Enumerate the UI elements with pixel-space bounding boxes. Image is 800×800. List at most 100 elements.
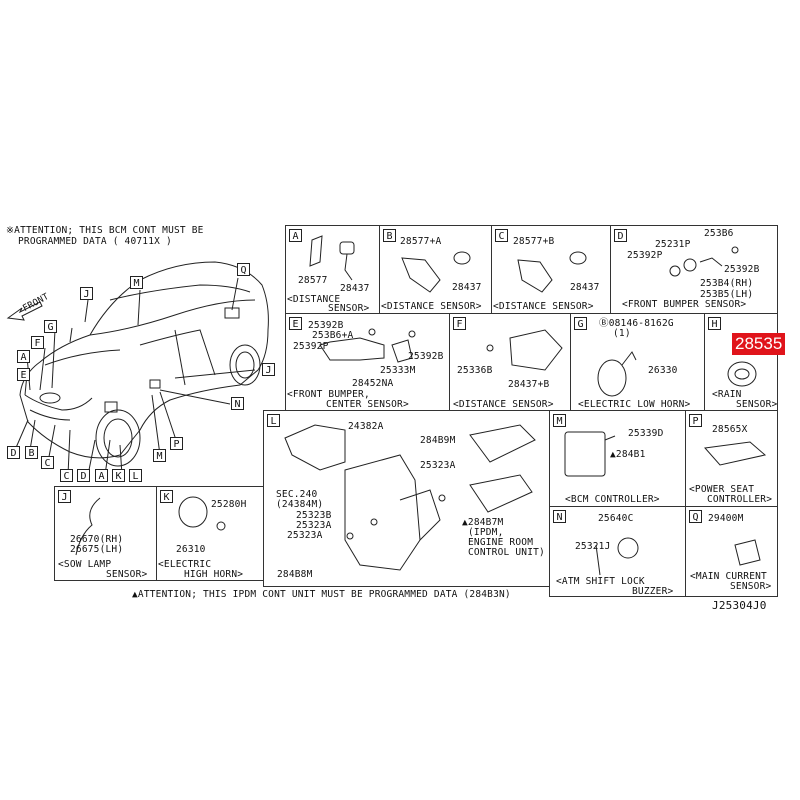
- part-25392b: 25392B: [724, 264, 760, 275]
- panel-d-label: D: [614, 229, 627, 242]
- panel-n-label: N: [553, 510, 566, 523]
- panel-h-label: H: [708, 317, 721, 330]
- callout-k: K: [112, 469, 125, 482]
- callout-g: G: [44, 320, 57, 333]
- part-284b8m: 284B8M: [277, 569, 313, 580]
- caption-f: <DISTANCE SENSOR>: [453, 399, 554, 410]
- part-253b5: 253B5(LH): [700, 289, 754, 300]
- part-25392p: 25392P: [627, 250, 663, 261]
- part-28577: 28577: [298, 275, 328, 286]
- caption-a2: SENSOR>: [328, 303, 370, 314]
- highlight-part-28535: 28535: [732, 333, 786, 355]
- panel-l-label: L: [267, 414, 280, 427]
- callout-q: Q: [237, 263, 250, 276]
- part-25392b-e2: 25392B: [408, 351, 444, 362]
- panel-j-label: J: [58, 490, 71, 503]
- part-253b6a: 253B6+A: [312, 330, 354, 341]
- part-28577b: 28577+B: [513, 236, 555, 247]
- part-25339d: 25339D: [628, 428, 664, 439]
- callout-l: L: [129, 469, 142, 482]
- part-284b9m: 284B9M: [420, 435, 456, 446]
- panel-b-label: B: [383, 229, 396, 242]
- callout-e: E: [17, 368, 30, 381]
- caption-p2: CONTROLLER>: [707, 494, 773, 505]
- part-qty-1: (1): [613, 328, 631, 339]
- caption-j1: <SOW LAMP: [58, 559, 112, 570]
- callout-a: A: [17, 350, 30, 363]
- callout-h: M: [130, 276, 143, 289]
- callout-c: C: [41, 456, 54, 469]
- attention-ipdm: ▲ATTENTION; THIS IPDM CONT UNIT MUST BE …: [132, 589, 511, 600]
- callout-b: B: [25, 446, 38, 459]
- callout-n: P: [170, 437, 183, 450]
- callout-j: J: [80, 287, 93, 300]
- caption-e1: <FRONT BUMPER,: [287, 389, 370, 400]
- attention-bcm-line1: ※ATTENTION; THIS BCM CONT MUST BE: [6, 225, 204, 236]
- panel-q-label: Q: [689, 510, 702, 523]
- caption-k1: <ELECTRIC: [158, 559, 212, 570]
- caption-c: <DISTANCE SENSOR>: [493, 301, 594, 312]
- part-26310: 26310: [176, 544, 206, 555]
- part-08146: Ⓑ08146-8162G: [599, 318, 674, 329]
- part-284b1: ▲284B1: [610, 449, 646, 460]
- caption-q1: <MAIN CURRENT: [690, 571, 767, 582]
- panel-p-label: P: [689, 414, 702, 427]
- panel-e-label: E: [289, 317, 302, 330]
- callout-d: D: [7, 446, 20, 459]
- front-label: FRONT: [21, 291, 51, 315]
- part-28437b: 28437+B: [508, 379, 550, 390]
- caption-d: <FRONT BUMPER SENSOR>: [622, 299, 747, 310]
- callout-a2: A: [95, 469, 108, 482]
- panel-g-label: G: [574, 317, 587, 330]
- caption-b: <DISTANCE SENSOR>: [381, 301, 482, 312]
- part-253b4: 253B4(RH): [700, 278, 754, 289]
- part-24384m: (24384M): [276, 499, 324, 510]
- part-sec240: SEC.240: [276, 489, 318, 500]
- part-25640c: 25640C: [598, 513, 634, 524]
- part-25323a-2: 25323A: [296, 520, 332, 531]
- caption-h1: <RAIN: [712, 389, 742, 400]
- caption-g: <ELECTRIC LOW HORN>: [578, 399, 691, 410]
- caption-n2: BUZZER>: [632, 586, 674, 597]
- callout-c2: C: [60, 469, 73, 482]
- caption-q2: SENSOR>: [730, 581, 772, 592]
- callout-f: F: [31, 336, 44, 349]
- part-284b7m: ▲284B7M: [462, 517, 504, 528]
- caption-k2: HIGH HORN>: [184, 569, 244, 580]
- part-26675: 26675(LH): [70, 544, 124, 555]
- caption-j2: SENSOR>: [106, 569, 148, 580]
- panel-f: [449, 313, 571, 411]
- part-25392p-e: 25392P: [293, 341, 329, 352]
- ipdm-label-3: CONTROL UNIT): [468, 547, 545, 558]
- part-25323a-1: 25323A: [420, 460, 456, 471]
- part-28577a: 28577+A: [400, 236, 442, 247]
- part-25321j: 25321J: [575, 541, 611, 552]
- callout-m: M: [153, 449, 166, 462]
- ipdm-label-1: (IPDM,: [468, 527, 504, 538]
- part-28565x: 28565X: [712, 424, 748, 435]
- part-253b6: 253B6: [704, 228, 734, 239]
- caption-e2: CENTER SENSOR>: [326, 399, 409, 410]
- figure-code: J25304J0: [712, 599, 767, 612]
- part-28452na: 28452NA: [352, 378, 394, 389]
- part-25280h: 25280H: [211, 499, 247, 510]
- part-28437-c: 28437: [570, 282, 600, 293]
- attention-bcm-line2: PROGRAMMED DATA ( 40711X ): [18, 236, 172, 247]
- part-25333m: 25333M: [380, 365, 416, 376]
- caption-n1: <ATM SHIFT LOCK: [556, 576, 645, 587]
- panel-k: [156, 486, 264, 581]
- caption-m: <BCM CONTROLLER>: [565, 494, 660, 505]
- callout-j2: J: [262, 363, 275, 376]
- caption-h2: SENSOR>: [736, 399, 778, 410]
- caption-p1: <POWER SEAT: [689, 484, 755, 495]
- panel-f-label: F: [453, 317, 466, 330]
- part-29400m: 29400M: [708, 513, 744, 524]
- ipdm-label-2: ENGINE ROOM: [468, 537, 534, 548]
- panel-a-label: A: [289, 229, 302, 242]
- part-25231p: 25231P: [655, 239, 691, 250]
- part-26670: 26670(RH): [70, 534, 124, 545]
- part-28437-b: 28437: [452, 282, 482, 293]
- callout-d2: D: [77, 469, 90, 482]
- part-24382a: 24382A: [348, 421, 384, 432]
- part-25323a-3: 25323A: [287, 530, 323, 541]
